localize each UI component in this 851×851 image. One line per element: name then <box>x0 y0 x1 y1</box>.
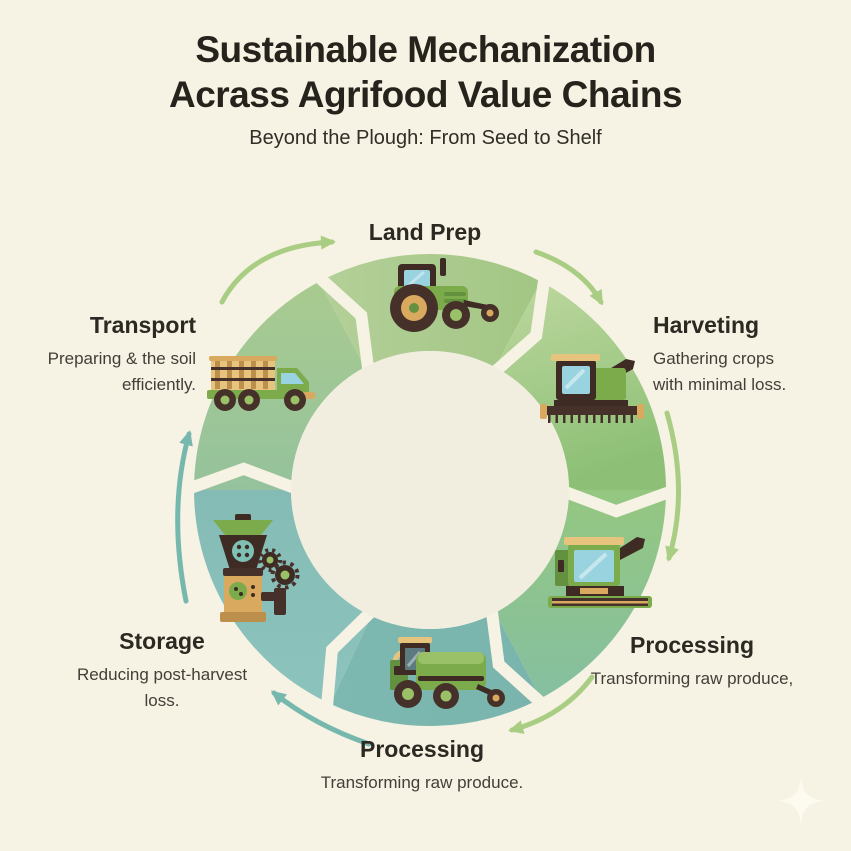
segment-divider-chevron <box>310 269 375 376</box>
stage-title: Transport <box>89 312 196 338</box>
flow-arrow-top-right <box>533 249 604 306</box>
combine-harvester-icon <box>548 537 652 608</box>
combine-harvester-icon <box>540 354 644 423</box>
stage-title: Storage <box>119 628 205 654</box>
flow-arrow-left <box>175 430 193 604</box>
stage-label-harvesting: Harveting Gathering crops with minimal l… <box>653 312 803 398</box>
stage-title: Processing <box>360 736 484 762</box>
segment-divider-chevron <box>487 272 551 380</box>
stage-description: Transforming raw produce, <box>590 668 794 688</box>
flow-arrow-bottom-right <box>508 674 595 734</box>
stage-title: Land Prep <box>368 219 482 245</box>
stage-title: Harveting <box>653 312 760 338</box>
stage-description: Gathering crops with minimal loss. <box>653 348 787 394</box>
segment-divider-chevron <box>485 604 550 711</box>
grain-mill-icon <box>213 514 300 622</box>
page-title-line-1: Sustainable Mechanization <box>195 29 656 70</box>
stage-label-processing-right: Processing Transforming raw produce, <box>582 632 802 692</box>
tractor-icon <box>390 258 499 332</box>
flow-arrow-bottom-left <box>270 690 372 747</box>
flow-arrow-right <box>664 410 682 562</box>
truck-icon <box>207 356 315 411</box>
stage-description: Preparing & the soil efficiently. <box>47 348 196 394</box>
page-subtitle: Beyond the Plough: From Seed to Shelf <box>249 127 602 149</box>
segment-divider-chevron <box>320 603 380 713</box>
stage-description: Transforming raw produce. <box>320 772 524 792</box>
flow-arrow-top-left <box>219 235 336 305</box>
ring-inner-circle <box>291 351 569 629</box>
header: Sustainable Mechanization Acrass Agrifoo… <box>0 27 851 150</box>
forage-harvester-icon <box>390 637 505 709</box>
stage-description: Reducing post-harvest loss. <box>76 664 248 710</box>
stage-label-land-prep: Land Prep <box>325 219 525 247</box>
segment-divider-chevron <box>557 484 678 518</box>
stage-title: Processing <box>630 632 754 658</box>
stage-label-storage: Storage Reducing post-harvest loss. <box>67 628 257 714</box>
segment-divider-chevron <box>182 462 303 496</box>
sparkle-icon <box>778 778 824 824</box>
page-title-line-2: Acrass Agrifood Value Chains <box>168 74 683 115</box>
stage-label-transport: Transport Preparing & the soil efficient… <box>20 312 196 398</box>
stage-label-processing-bottom: Processing Transforming raw produce. <box>312 736 532 796</box>
